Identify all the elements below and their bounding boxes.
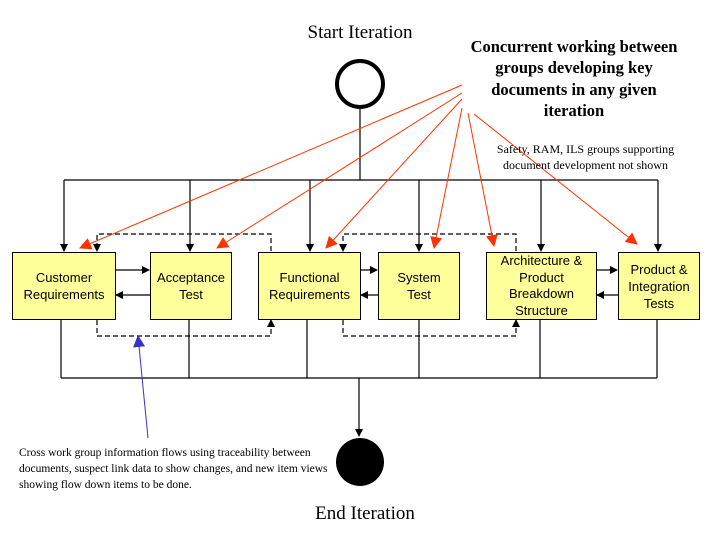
concurrency-arrow-product (473, 113, 638, 245)
box-label: System Test (397, 270, 441, 302)
box-acceptance-test[interactable]: Acceptance Test (150, 252, 232, 320)
concurrency-arrow-customer (79, 84, 463, 250)
box-label: Product & Integration Tests (628, 261, 690, 311)
box-system-test[interactable]: System Test (378, 252, 460, 320)
concurrency-arrows (79, 84, 638, 250)
dashed-link-architecture-to-functional (339, 233, 517, 252)
concurrency-arrow-functional (325, 98, 463, 249)
bottom-collection-lines (60, 319, 658, 437)
box-product-integration-tests[interactable]: Product & Integration Tests (618, 252, 700, 320)
dashed-link-functional-to-architecture (342, 319, 520, 337)
dashed-top-links (93, 233, 517, 252)
crossflow-arrow (133, 335, 149, 439)
box-customer-requirements[interactable]: Customer Requirements (12, 252, 116, 320)
end-iteration-label: End Iteration (315, 503, 415, 524)
concurrent-working-note: Concurrent working between groups develo… (470, 37, 678, 121)
end-node-icon (336, 438, 384, 486)
crossflow-note: Cross work group information flows using… (19, 447, 328, 491)
box-label: Acceptance Test (157, 270, 225, 302)
concurrency-arrow-architecture (467, 112, 498, 247)
box-functional-requirements[interactable]: Functional Requirements (258, 252, 361, 320)
concurrency-arrow-system (430, 107, 463, 249)
box-label: Customer Requirements (23, 270, 105, 302)
concurrency-arrow-acceptance (216, 92, 463, 249)
box-architecture-product-breakdown[interactable]: Architecture & Product Breakdown Structu… (486, 252, 597, 320)
box-label: Architecture & Product Breakdown Structu… (500, 253, 583, 318)
dashed-link-acceptance-to-customer (93, 233, 272, 252)
top-drop-arrows (60, 180, 662, 252)
start-node-icon (335, 59, 385, 109)
box-label: Functional Requirements (269, 270, 350, 302)
dashed-link-customer-to-functional (96, 319, 275, 337)
pair-arrows (115, 266, 618, 299)
support-groups-note: Safety, RAM, ILS groups supporting docum… (496, 142, 675, 172)
start-iteration-label: Start Iteration (307, 22, 413, 43)
dashed-bottom-links (96, 319, 520, 337)
